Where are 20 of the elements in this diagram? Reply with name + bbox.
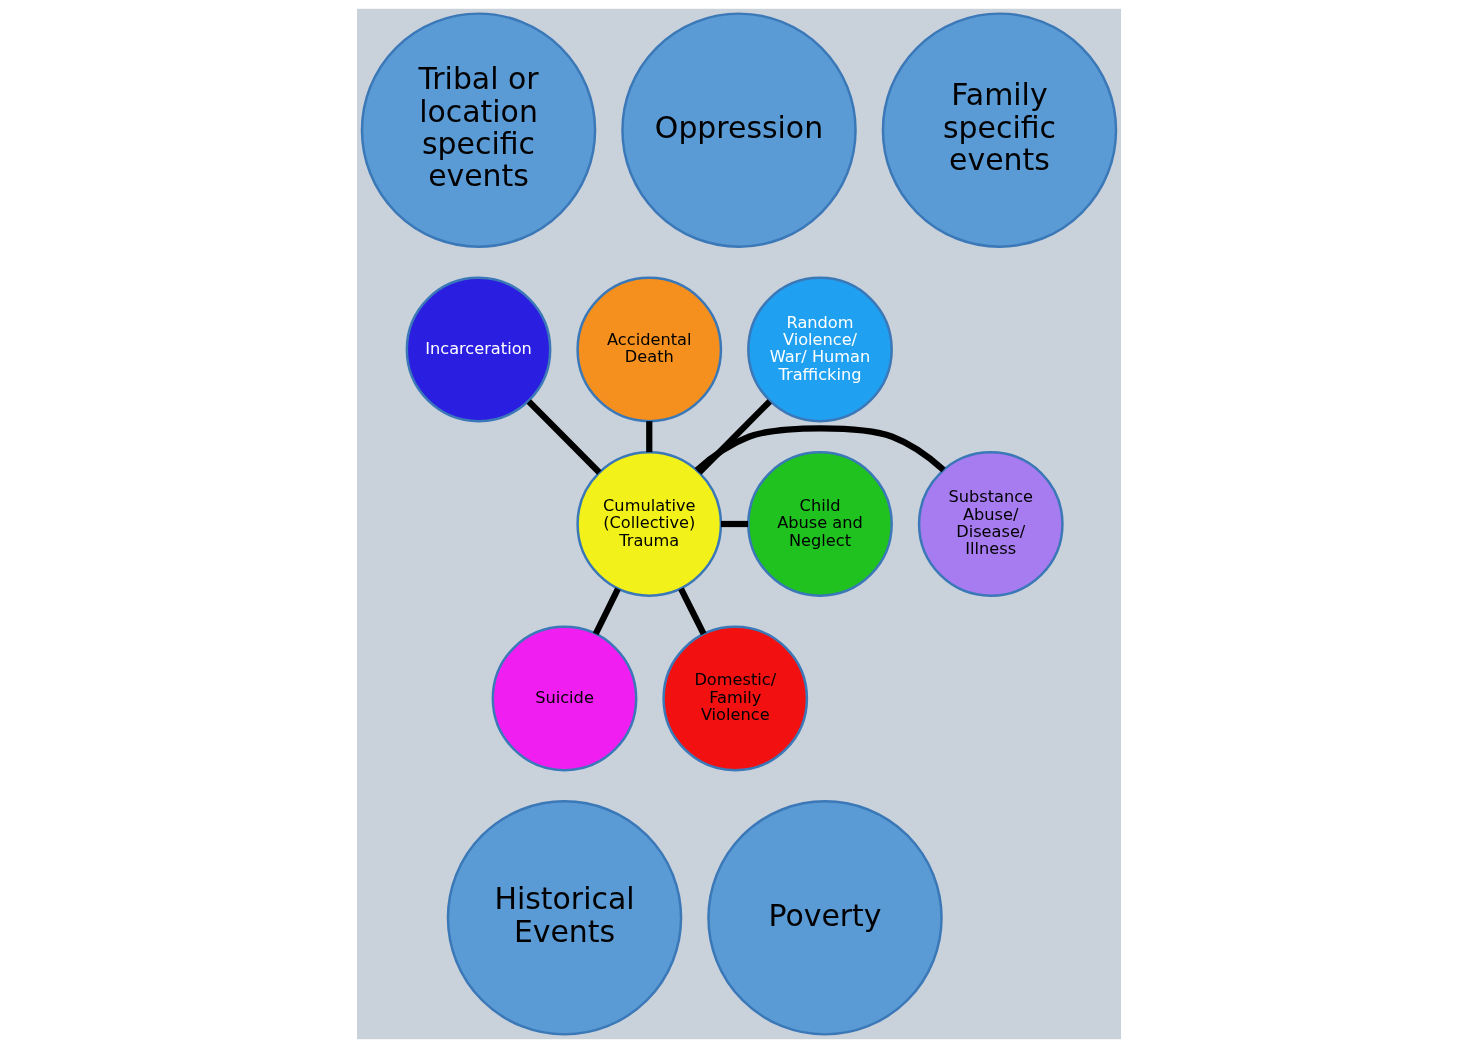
node-circle: Suicide <box>491 625 638 772</box>
node-circle: Incarceration <box>405 276 552 423</box>
connector <box>694 425 946 473</box>
node-circle: Cumulative (Collective) Trauma <box>576 451 723 597</box>
connector <box>526 399 602 475</box>
node-circle: Historical Events <box>446 800 683 1036</box>
node-circle: Family specific events <box>881 12 1118 248</box>
node-circle: Oppression <box>621 12 857 248</box>
node-circle: Accidental Death <box>576 276 723 423</box>
connector <box>678 587 707 636</box>
connector <box>697 399 772 475</box>
node-circle: Child Abuse and Neglect <box>747 451 893 597</box>
node-circle: Domestic/ Family Violence <box>662 625 809 772</box>
node-circle: Random Violence/ War/ Human Trafficking <box>747 276 893 423</box>
node-circle: Tribal or location specific events <box>360 12 597 248</box>
connector <box>720 520 749 528</box>
node-circle: Substance Abuse/ Disease/ Illness <box>917 451 1064 597</box>
node-circle: Poverty <box>707 800 943 1036</box>
connector <box>646 421 653 453</box>
connector <box>592 587 621 636</box>
